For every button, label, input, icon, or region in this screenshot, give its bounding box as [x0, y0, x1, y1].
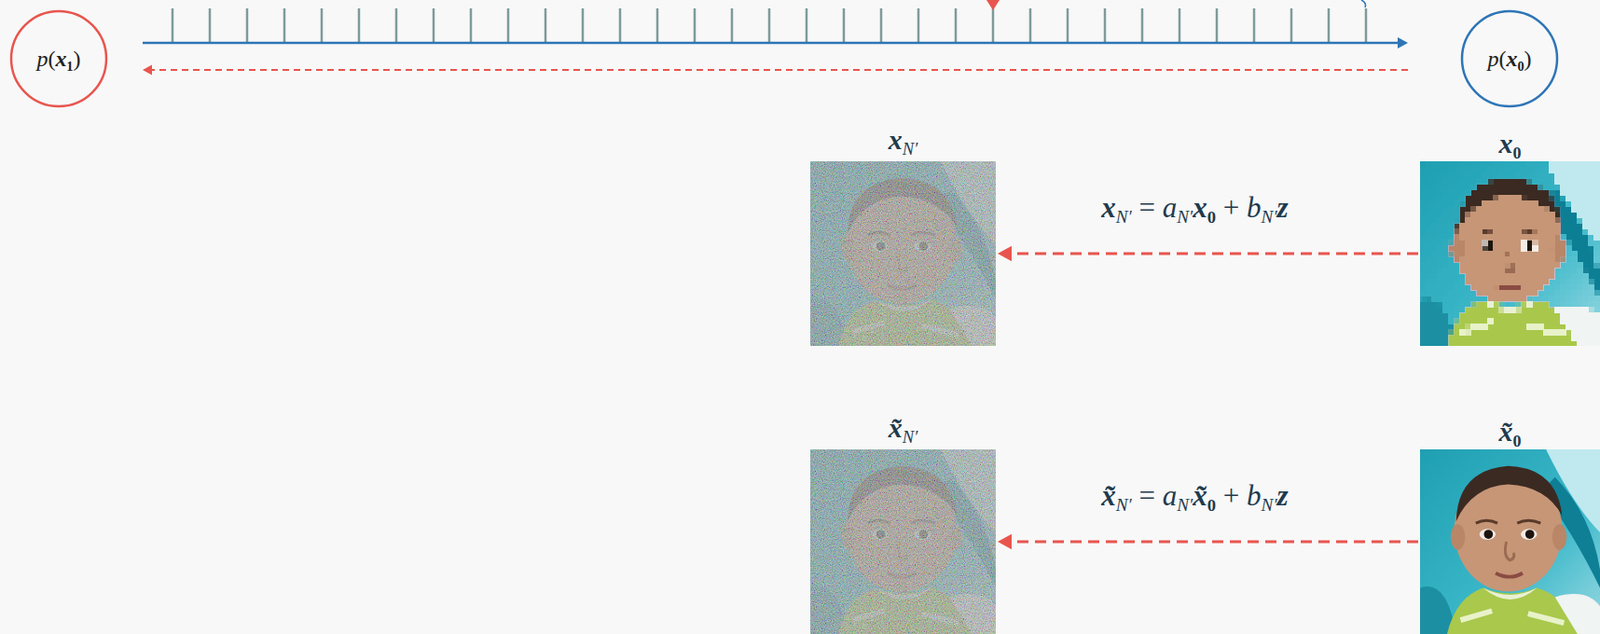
- glyph: x̃: [1192, 479, 1208, 512]
- glyph: z: [1277, 479, 1289, 512]
- subscript: N′: [1176, 206, 1193, 227]
- forward-equation: xN′ = aN′x₀ + bN′z: [1097, 191, 1292, 228]
- subscript: N′: [1116, 206, 1132, 227]
- glyph: ₀: [1207, 479, 1216, 512]
- image-label: x₀: [1499, 127, 1522, 160]
- glyph: ₀: [1207, 191, 1216, 224]
- arrow-connector: [997, 246, 1419, 263]
- glyph: =: [1139, 191, 1156, 224]
- glyph: [1131, 479, 1140, 512]
- image-label: x̃N′: [888, 412, 918, 448]
- glyph: +: [1223, 191, 1240, 224]
- baby-photo: [810, 161, 996, 346]
- glyph: x: [1101, 191, 1117, 224]
- glyph: b: [1246, 479, 1262, 512]
- subscript: N′: [1261, 206, 1278, 227]
- glyph: [1215, 479, 1224, 512]
- distribution-circle: p(x₀): [1460, 9, 1559, 109]
- glyph: [1239, 191, 1247, 224]
- image-node: x̃₀: [1420, 449, 1600, 634]
- glyph: x̃: [1101, 479, 1117, 512]
- glyph: z: [1277, 191, 1289, 224]
- baby-photo: [810, 449, 996, 634]
- baby-photo: [1420, 161, 1600, 346]
- glyph: p: [1487, 46, 1499, 71]
- image-label: xN′: [888, 124, 918, 160]
- arrow-connector: [997, 534, 1419, 551]
- glyph: ): [73, 46, 82, 71]
- glyph: (: [47, 46, 56, 71]
- glyph: [1215, 191, 1224, 224]
- subscript: N′: [1261, 495, 1278, 515]
- glyph: ₀: [1517, 46, 1524, 71]
- glyph: b: [1246, 191, 1262, 224]
- glyph: ): [1524, 46, 1532, 71]
- image-node: x̃N′: [810, 449, 996, 634]
- glyph: +: [1223, 479, 1240, 512]
- forward-equation: x̃N′ = aN′x̃₀ + bN′z: [1097, 479, 1292, 516]
- glyph: [1131, 191, 1140, 224]
- arrow-connector: [142, 65, 1408, 76]
- glyph: [1155, 191, 1163, 224]
- baby-photo: [1420, 449, 1600, 634]
- glyph: ₀: [1513, 127, 1522, 159]
- glyph: x: [1192, 191, 1208, 224]
- subscript: N′: [1176, 495, 1193, 515]
- image-node: x₀: [1420, 161, 1600, 346]
- image-node: xN′: [810, 161, 996, 346]
- subscript: N′: [902, 427, 918, 447]
- glyph: [1155, 479, 1163, 512]
- subscript: N′: [902, 138, 918, 159]
- glyph: ₀: [1513, 415, 1522, 447]
- subscript: N′: [1116, 495, 1132, 515]
- image-label: x̃₀: [1499, 415, 1522, 448]
- glyph: p: [36, 46, 48, 71]
- glyph: x: [1505, 46, 1518, 71]
- distribution-circle: p(x₁): [9, 9, 109, 109]
- glyph: =: [1139, 479, 1156, 512]
- glyph: a: [1162, 191, 1178, 224]
- glyph: x: [1499, 127, 1514, 159]
- glyph: [1239, 479, 1247, 512]
- distribution-label: p(x₀): [1487, 46, 1532, 72]
- glyph: x̃: [888, 412, 903, 443]
- glyph: x: [888, 124, 903, 155]
- glyph: (: [1498, 46, 1506, 71]
- arrow-connector: [142, 37, 1408, 49]
- glyph: x: [55, 46, 67, 71]
- glyph: ₁: [66, 46, 73, 71]
- distribution-label: p(x₁): [36, 46, 81, 72]
- glyph: a: [1162, 479, 1178, 512]
- glyph: x̃: [1499, 415, 1514, 447]
